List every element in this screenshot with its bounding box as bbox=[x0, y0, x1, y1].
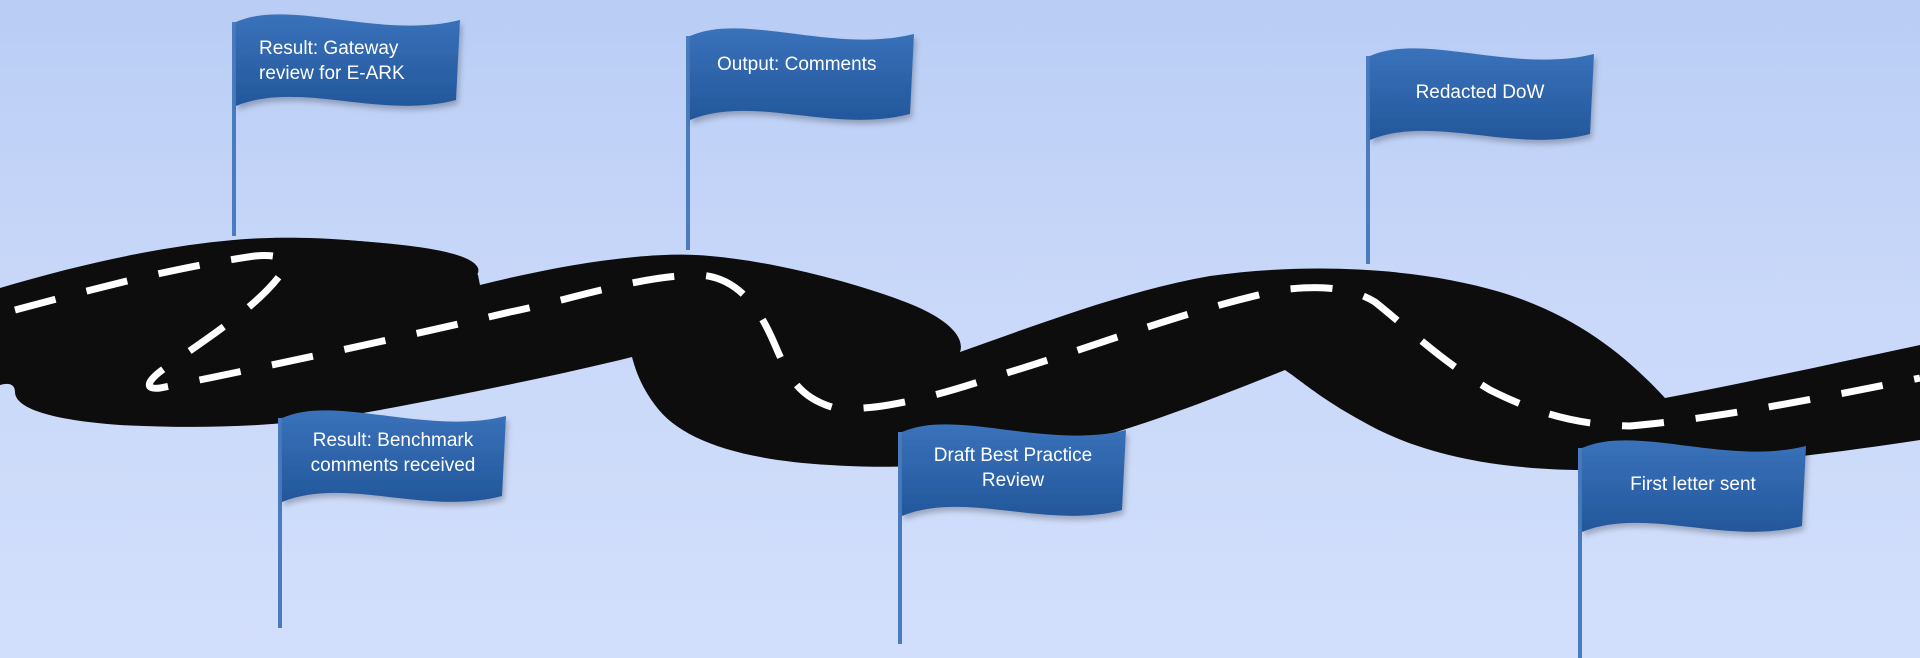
flag-label-gateway: Result: Gateway review for E-ARK bbox=[259, 38, 405, 84]
flag-letter bbox=[1582, 440, 1806, 532]
pole-draft bbox=[898, 432, 902, 644]
flag-label-letter: First letter sent bbox=[1630, 474, 1756, 495]
flag-comments bbox=[690, 28, 914, 120]
flag-dow bbox=[1370, 48, 1594, 140]
pole-dow bbox=[1366, 56, 1370, 264]
flag-label-benchmark: Result: Benchmark comments received bbox=[310, 430, 476, 476]
lane-marking-main bbox=[14, 252, 1920, 430]
flag-draft bbox=[902, 424, 1126, 516]
flag-label-dow: Redacted DoW bbox=[1415, 82, 1545, 103]
flag-benchmark bbox=[282, 410, 506, 502]
flag-banners bbox=[236, 14, 1806, 532]
pole-benchmark bbox=[278, 418, 282, 628]
pole-comments bbox=[686, 36, 690, 250]
flag-label-comments: Output: Comments bbox=[717, 54, 877, 75]
road-main bbox=[0, 237, 1920, 471]
pole-letter bbox=[1578, 448, 1582, 658]
flag-poles bbox=[232, 22, 1582, 658]
pole-gateway bbox=[232, 22, 236, 236]
flag-label-draft: Draft Best Practice Review bbox=[933, 445, 1093, 491]
flag-gateway bbox=[236, 14, 460, 106]
lane-markings bbox=[14, 252, 1920, 430]
